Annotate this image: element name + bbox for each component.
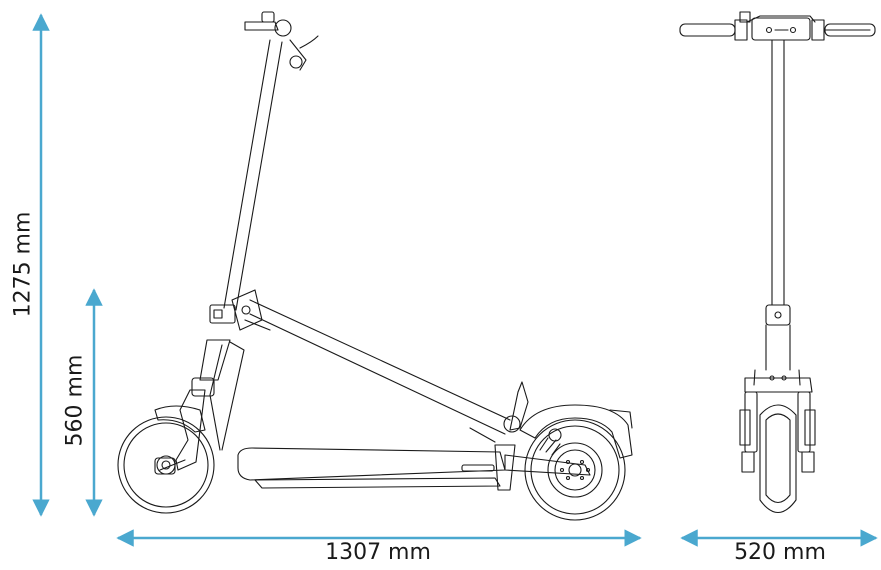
height-deck-label: 560 mm	[62, 354, 88, 447]
stem	[223, 39, 283, 311]
front-handlebar	[679, 11, 876, 41]
handlebar	[244, 11, 319, 71]
scooter-front-view	[679, 11, 876, 514]
front-stem	[765, 39, 791, 371]
folding-mechanism	[231, 289, 271, 331]
rear-assembly	[461, 381, 591, 491]
height-total-label: 1275 mm	[10, 211, 36, 318]
deck	[237, 447, 506, 489]
stem-lower	[199, 339, 231, 381]
front-fork-view	[739, 369, 816, 473]
front-wheel	[117, 416, 215, 514]
frame-diagonal	[249, 299, 511, 435]
rear-fender	[519, 404, 633, 459]
front-fork	[154, 377, 215, 475]
width-label: 520 mm	[734, 540, 826, 565]
scooter-side-view	[117, 11, 633, 521]
length-label: 1307 mm	[325, 540, 431, 565]
frame-lower	[209, 344, 223, 451]
dimension-arrows	[32, 13, 878, 547]
rear-wheel	[524, 419, 626, 521]
front-wheel-view	[759, 404, 797, 514]
